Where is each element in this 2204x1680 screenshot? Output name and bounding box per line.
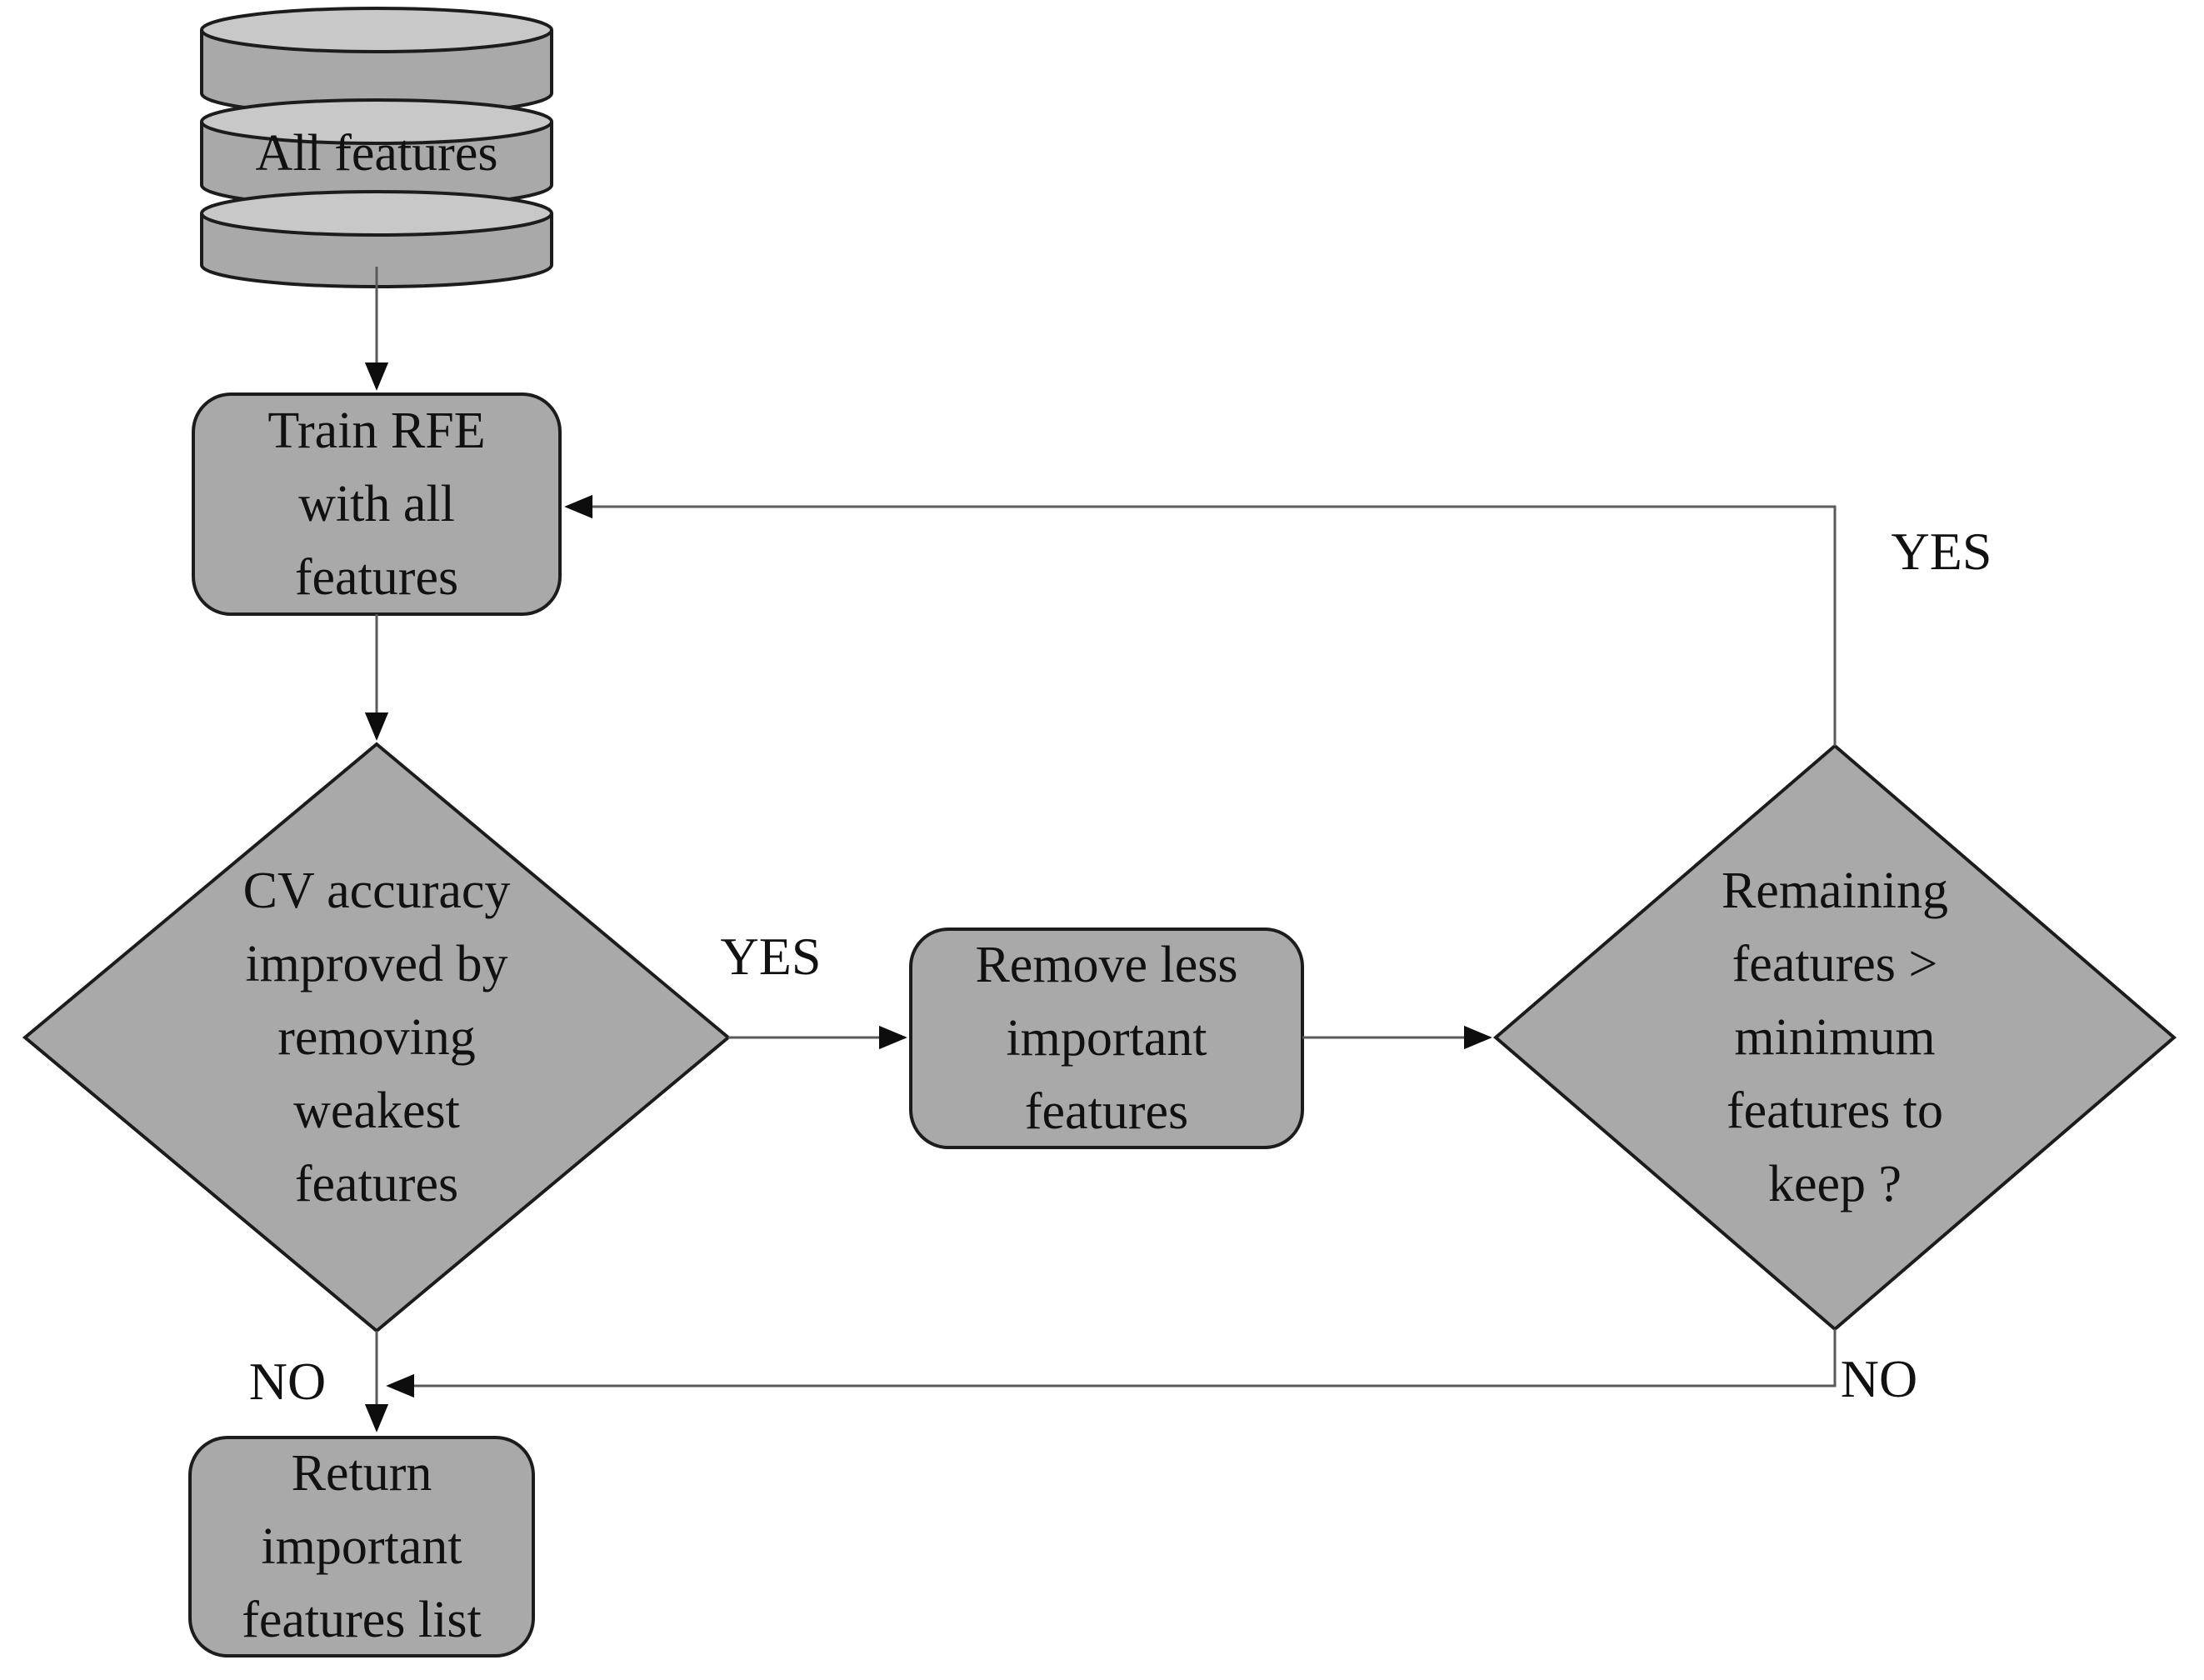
no-loop-label: NO <box>1840 1349 1918 1408</box>
edge-remaining-yes-loop-to-train <box>564 494 1837 746</box>
no-to-return-label: NO <box>248 1352 327 1411</box>
cv-accuracy-label: CV accuracy improved by removing weakest… <box>242 862 511 1212</box>
return-list-box-shape <box>188 1436 535 1658</box>
yes-to-remove-label: YES <box>720 927 822 986</box>
train-rfe-label: Train RFE with all features <box>267 402 486 606</box>
remaining-features-label: Remaining features > minimum features to… <box>1721 862 1949 1212</box>
remove-features-label: Remove less important features <box>975 937 1238 1140</box>
return-list-label: Return important features list <box>242 1445 482 1648</box>
edge-remaining-no-loop-to-merge <box>386 1329 1837 1398</box>
yes-loop-label: YES <box>1891 522 1992 581</box>
all-features-label: All features <box>255 125 498 182</box>
